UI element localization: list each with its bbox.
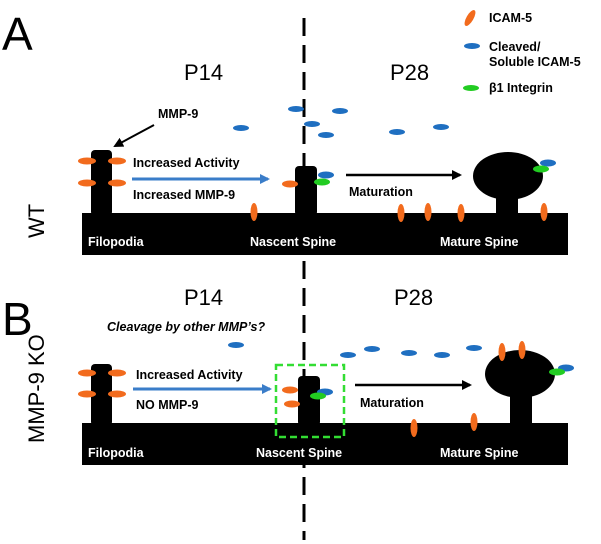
panel-b-question-label: Cleavage by other MMP’s? bbox=[107, 320, 266, 334]
icam5-marker bbox=[108, 369, 126, 377]
panel-b-arrow-bottom-label: NO MMP-9 bbox=[136, 398, 199, 412]
panel-a-filopodia-label: Filopodia bbox=[88, 235, 145, 249]
panel-b-highlight-box bbox=[274, 363, 346, 439]
panel-a-dendrite bbox=[82, 213, 568, 255]
legend-cleaved-label-2: Soluble ICAM-5 bbox=[489, 55, 581, 69]
integrin-marker bbox=[314, 178, 330, 186]
cleaved-icam5-marker bbox=[304, 121, 320, 127]
cleaved-icam5-marker bbox=[233, 125, 249, 131]
panel-b-nascent-spine bbox=[298, 376, 320, 426]
icam5-marker bbox=[108, 179, 126, 187]
cleaved-icam5-marker bbox=[401, 350, 417, 356]
panel-a-nascent-spine bbox=[295, 166, 317, 216]
panel-a-arrow-bottom-label: Increased MMP-9 bbox=[133, 188, 235, 202]
panel-b-nascent-label: Nascent Spine bbox=[256, 446, 342, 460]
panel-a-letter: A bbox=[2, 8, 33, 60]
panel-a-mmp9-arrow bbox=[113, 124, 155, 147]
panel-b-genotype: MMP-9 KO bbox=[24, 334, 49, 443]
cleaved-icam5-marker bbox=[340, 352, 356, 358]
icam5-marker bbox=[108, 157, 126, 165]
panel-b-arrow-top-label: Increased Activity bbox=[136, 368, 243, 382]
panel-a-arrow-top-label: Increased Activity bbox=[133, 156, 240, 170]
panel-a-mmp9-label: MMP-9 bbox=[158, 107, 198, 121]
icam5-marker bbox=[282, 180, 298, 188]
panel-b-age-left: P14 bbox=[184, 285, 223, 310]
icam5-marker bbox=[250, 203, 258, 221]
icam5-marker bbox=[78, 157, 96, 165]
cleaved-icam5-marker bbox=[466, 345, 482, 351]
icam5-marker bbox=[470, 413, 478, 431]
panel-a-age-left: P14 bbox=[184, 60, 223, 85]
panel-a-age-right: P28 bbox=[390, 60, 429, 85]
cleaved-icam5-marker bbox=[318, 171, 334, 179]
icam5-marker bbox=[78, 390, 96, 398]
panel-a-maturation-label: Maturation bbox=[349, 185, 413, 199]
legend-integrin-label: β1 Integrin bbox=[489, 81, 553, 95]
panel-b-letter: B bbox=[2, 293, 33, 345]
icam5-marker bbox=[410, 419, 418, 437]
panel-b-filopodia-label: Filopodia bbox=[88, 446, 145, 460]
icam5-marker bbox=[518, 341, 526, 359]
legend: ICAM-5 Cleaved/ Soluble ICAM-5 β1 Integr… bbox=[463, 10, 581, 95]
panel-b-age-right: P28 bbox=[394, 285, 433, 310]
legend-icam5-icon bbox=[464, 10, 476, 26]
cleaved-icam5-marker bbox=[318, 132, 334, 138]
integrin-marker bbox=[549, 368, 565, 376]
integrin-marker bbox=[533, 165, 549, 173]
panel-a-mature-label: Mature Spine bbox=[440, 235, 519, 249]
panel-b-mature-label: Mature Spine bbox=[440, 446, 519, 460]
legend-cleaved-label-1: Cleaved/ bbox=[489, 40, 541, 54]
panel-a-mature-head bbox=[473, 152, 543, 200]
icam5-marker bbox=[498, 343, 506, 361]
panel-b-mature-head bbox=[485, 350, 555, 398]
cleaved-icam5-marker bbox=[288, 106, 304, 112]
panel-a-genotype: WT bbox=[24, 204, 49, 238]
icam5-marker bbox=[424, 203, 432, 221]
icam5-marker bbox=[397, 204, 405, 222]
icam5-marker bbox=[78, 179, 96, 187]
panel-a-nascent-label: Nascent Spine bbox=[250, 235, 336, 249]
icam5-marker bbox=[457, 204, 465, 222]
panel-b-dendrite bbox=[82, 423, 568, 465]
icam5-marker bbox=[78, 369, 96, 377]
icam5-marker bbox=[540, 203, 548, 221]
integrin-marker bbox=[310, 392, 326, 400]
cleaved-icam5-marker bbox=[540, 159, 556, 167]
panel-a-filopodia bbox=[91, 150, 112, 216]
cleaved-icam5-marker bbox=[228, 342, 244, 348]
legend-icam5-label: ICAM-5 bbox=[489, 11, 532, 25]
cleaved-icam5-marker bbox=[433, 124, 449, 130]
cleaved-icam5-marker bbox=[434, 352, 450, 358]
icam5-marker bbox=[282, 386, 298, 394]
cleaved-icam5-marker bbox=[364, 346, 380, 352]
legend-integrin-icon bbox=[463, 85, 479, 91]
panel-b-maturation-label: Maturation bbox=[360, 396, 424, 410]
cleaved-icam5-marker bbox=[332, 108, 348, 114]
panel-b-filopodia bbox=[91, 364, 112, 426]
legend-cleaved-icon bbox=[464, 43, 480, 49]
icam5-marker bbox=[284, 400, 300, 408]
cleaved-icam5-marker bbox=[389, 129, 405, 135]
icam5-marker bbox=[108, 390, 126, 398]
